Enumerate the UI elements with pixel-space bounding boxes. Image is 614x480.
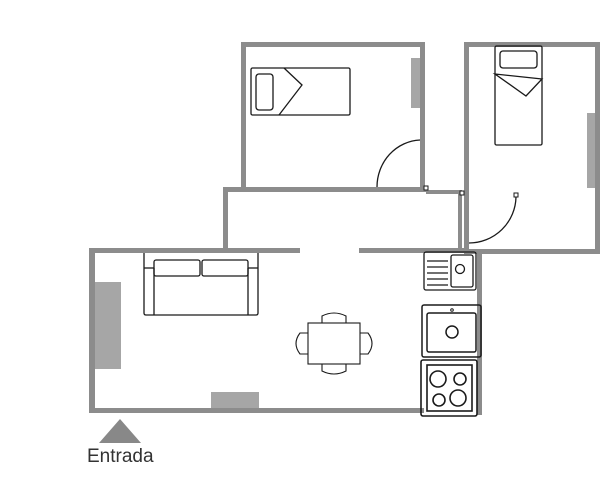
- sofa: [143, 253, 259, 316]
- sink-with-drainer: [423, 251, 477, 291]
- bedroom1-wall-left: [241, 42, 246, 192]
- hallway-wall-left: [223, 187, 228, 253]
- kitchen-wall-right: [477, 253, 482, 415]
- dining-table: [295, 312, 373, 375]
- window-bedroom1: [411, 58, 420, 108]
- cooktop: [420, 359, 478, 417]
- entrance-marker-icon: [99, 419, 141, 443]
- window-living-bottom: [211, 392, 259, 408]
- door-bedroom2: [468, 196, 517, 244]
- bed-bedroom2: [492, 45, 544, 146]
- door-hinge-bedroom2: [513, 192, 519, 198]
- bedroom2-wall-bottom: [464, 249, 600, 254]
- living-wall-left: [89, 248, 95, 413]
- door-hinge-hallway: [459, 190, 465, 196]
- bedroom2-wall-right: [595, 42, 600, 254]
- windows: [95, 58, 595, 408]
- hallway-wall-right: [458, 192, 462, 250]
- bed-bedroom1: [250, 67, 351, 116]
- living-wall-top-left: [89, 248, 300, 253]
- hallway-wall-top-right: [426, 190, 462, 194]
- bedroom1-wall-right: [420, 42, 425, 190]
- entrance-label: Entrada: [87, 446, 154, 467]
- living-wall-bottom: [89, 408, 424, 413]
- bedroom2-wall-left: [464, 42, 469, 250]
- bedroom2-wall-top: [464, 42, 600, 47]
- door-hinge-bedroom1: [423, 185, 429, 191]
- walls: [89, 42, 600, 415]
- living-wall-top-right: [359, 248, 464, 253]
- sink: [421, 304, 482, 358]
- window-bedroom2: [587, 113, 595, 188]
- bedroom1-wall-bottom: [223, 187, 426, 192]
- bedroom1-wall-top: [241, 42, 425, 47]
- window-living-left: [95, 282, 121, 369]
- door-bedroom1: [376, 139, 421, 188]
